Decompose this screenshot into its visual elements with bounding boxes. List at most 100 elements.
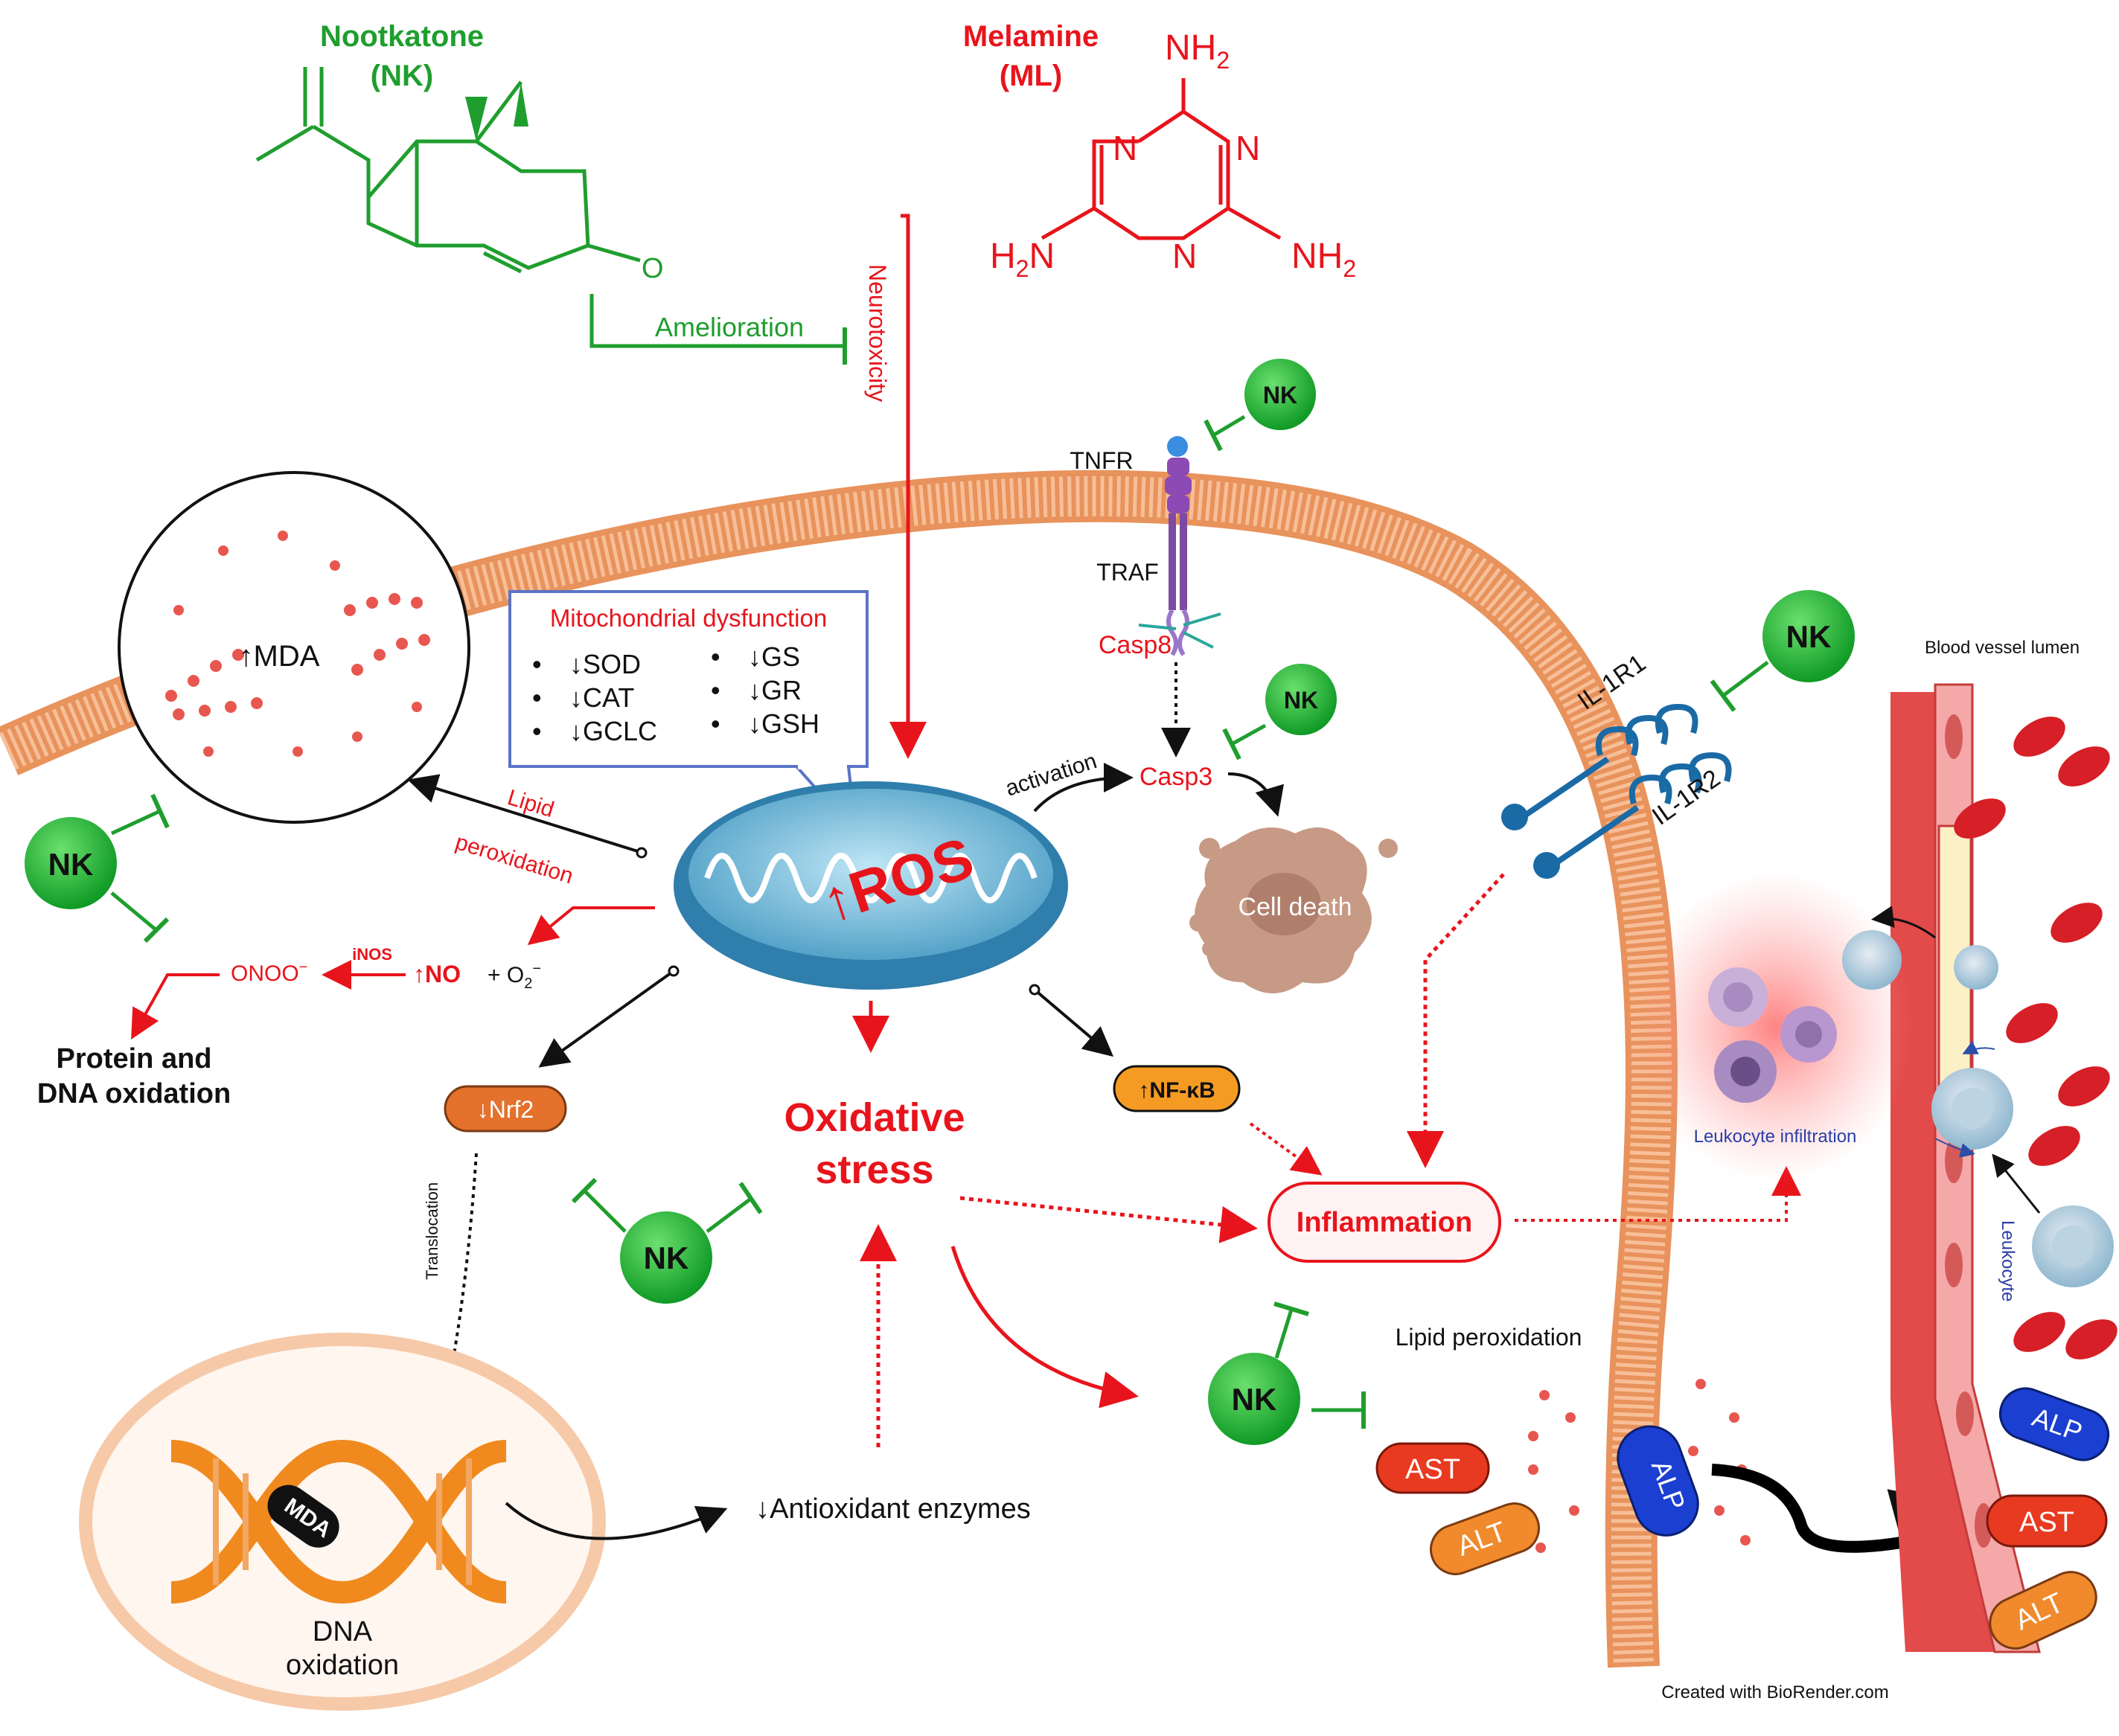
svg-text:↓CAT: ↓CAT [569, 682, 634, 713]
nk-inhibit-tbar [738, 1182, 763, 1214]
nk-inhibit-line [1274, 1309, 1294, 1359]
traf-label: TRAF [1096, 559, 1159, 586]
mito-box-title: Mitochondrial dysfunction [550, 604, 827, 632]
il1-inflammation-arrow [1407, 873, 1505, 1168]
dna-strand-2 [170, 1439, 508, 1604]
lipid-peroxidation-arrow [407, 774, 641, 853]
nrf2-label: ↓Nrf2 [477, 1096, 534, 1123]
nk-inhibit-tbar [143, 917, 170, 944]
nootkatone-structure [255, 67, 641, 274]
leukocyte-path-arrow [1992, 1153, 2041, 1214]
cell-fragment [1189, 914, 1207, 932]
leukocyte-path-arrow [1871, 906, 1936, 939]
nk-inhibit-line [110, 809, 162, 836]
svg-text:↓GCLC: ↓GCLC [569, 716, 657, 746]
lipid-droplets [165, 531, 430, 757]
svg-text:•: • [711, 675, 720, 705]
svg-text:•: • [711, 708, 720, 739]
vessel-lumen-label: Blood vessel lumen [1925, 638, 2080, 658]
cell-death-label: Cell death [1238, 893, 1352, 921]
alp-pill [1617, 1425, 1699, 1537]
dna-rungs [213, 1458, 472, 1585]
cell-membrane-inner [0, 475, 1672, 1668]
credit-label: Created with BioRender.com [1661, 1682, 1888, 1703]
mitochondrion-inner [688, 789, 1053, 960]
nk-inhibit-tbar [1273, 1301, 1309, 1316]
il1r1-anchor [1501, 804, 1528, 830]
lipid-peroxidation-label: Lipid peroxidation [1396, 1324, 1582, 1351]
onoo-to-protein-arrow [131, 973, 220, 1040]
ml-h2n-left: H2N [990, 237, 1055, 282]
o2-label: + O2− [488, 961, 541, 992]
svg-text:•: • [532, 649, 542, 679]
nk-inhibit-tbar [571, 1177, 598, 1204]
mda-lipid-circle [118, 471, 470, 824]
inflammation-infiltration-arrow [1515, 1166, 1801, 1222]
nk-badge-lower: NK [1232, 1382, 1277, 1417]
ast-pill [1375, 1442, 1490, 1494]
ros-to-no-arrow [527, 906, 655, 946]
nk-compound-abbr: (NK) [371, 60, 433, 92]
svg-text:↓GR: ↓GR [748, 675, 802, 705]
cell-fragment [1199, 838, 1220, 859]
dead-cell-nucleus [1247, 873, 1321, 935]
amelioration-line [589, 294, 845, 348]
nk-inhibit-line [110, 891, 158, 932]
arrow-origin [636, 847, 648, 859]
ml-n-right: N [1236, 129, 1260, 167]
cristae [704, 853, 1038, 903]
oxidative-liver-arrow [950, 1246, 1139, 1409]
cell-fragment [1378, 839, 1398, 858]
nk-ball-lower [1208, 1353, 1300, 1445]
casp3-label: Casp3 [1140, 763, 1212, 791]
antioxidant-label: ↓Antioxidant enzymes [755, 1493, 1031, 1525]
svg-text:•: • [711, 641, 720, 672]
nk-ball-tnfr [1244, 359, 1316, 430]
nk-inhibit-tbar [1204, 419, 1223, 452]
il1r2-label: IL-1R2 [1647, 764, 1725, 831]
dna-oxidation-line1: DNA [313, 1616, 373, 1647]
dna-oxidation-line2: oxidation [286, 1650, 399, 1681]
ml-n-left: N [1113, 129, 1137, 167]
svg-text:•: • [532, 716, 542, 746]
ast-vessel-label: AST [2019, 1507, 2074, 1538]
nucleus [79, 1333, 606, 1711]
alt-pill-vessel [1989, 1571, 2097, 1650]
ml-nh2-right: NH2 [1291, 237, 1356, 282]
inos-label: iNOS [352, 945, 392, 964]
translocation-arrow [443, 1153, 478, 1452]
leukocyte-label: Leukocyte [1998, 1220, 2018, 1301]
mda-label: ↑MDA [239, 640, 320, 673]
dna-antioxidant-arrow [505, 1502, 728, 1540]
red-blood-cells [1954, 717, 2118, 1359]
amelioration-label: Amelioration [655, 312, 804, 342]
casp8-label: Casp8 [1099, 631, 1172, 659]
ml-nh2-top: NH2 [1165, 28, 1230, 74]
nk-inhibit-line [583, 1189, 627, 1233]
nk-badge-center: NK [644, 1240, 689, 1275]
nrf2-pill [444, 1085, 567, 1133]
tnfr-label: TNFR [1070, 447, 1133, 474]
peroxidation-label: peroxidation [453, 830, 576, 888]
nk-inhibit-line [1722, 661, 1769, 697]
cell-fragment [1202, 941, 1217, 956]
mito-left-list: •↓SOD •↓CAT •↓GCLC [532, 649, 657, 746]
activation-arrow [1033, 763, 1134, 813]
nk-ball-casp3 [1265, 664, 1337, 735]
no-label: ↑NO [413, 961, 461, 987]
leukocyte-path-arrow [1934, 1138, 1975, 1158]
alp-pill-vessel [1998, 1387, 2110, 1461]
infiltration-label: Leukocyte infiltration [1694, 1127, 1857, 1147]
ros-to-nrf2-arrow [538, 970, 675, 1068]
arrow-origin [1029, 984, 1041, 996]
svg-text:↓GS: ↓GS [748, 641, 800, 672]
ast-label: AST [1405, 1454, 1460, 1485]
leukocyte-transmigrating [1842, 930, 1902, 990]
nk-inhibit-line [1230, 723, 1267, 746]
nk-inhibit-line [706, 1197, 753, 1233]
nk-ball-left [25, 817, 117, 909]
nk-ball-center [620, 1211, 712, 1304]
inflammation-label: Inflammation [1297, 1207, 1472, 1238]
nk-compound-name: Nootkatone [320, 20, 484, 53]
